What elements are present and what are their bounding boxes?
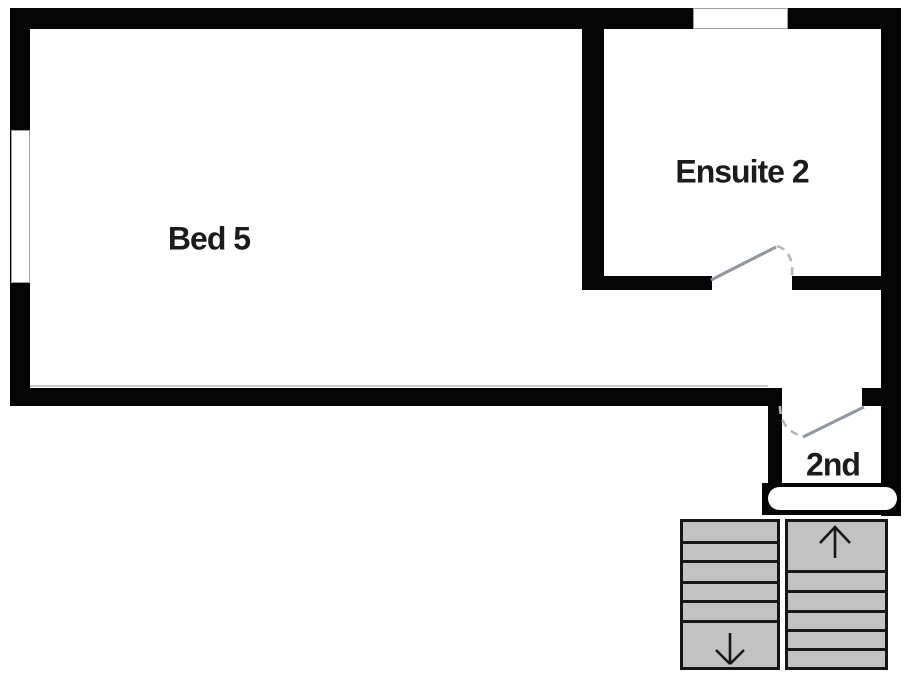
floor-label-2nd: 2nd: [806, 446, 861, 483]
down-arrow-icon: [715, 633, 745, 665]
wall-right: [881, 8, 901, 516]
stair-tread-line: [788, 570, 885, 573]
window-bed5-left: [11, 130, 30, 283]
stair-tread-line: [683, 600, 777, 603]
wall-landing-left: [768, 388, 782, 510]
stair-flight-down: [680, 519, 780, 670]
room-label-ensuite2: Ensuite 2: [675, 153, 809, 190]
stair-tread-line: [788, 590, 885, 593]
wall-bed5-bottom: [10, 388, 782, 406]
stair-tread-line: [683, 541, 777, 544]
wall-landing-stub: [862, 388, 881, 406]
landing-door-swing-arc: [778, 405, 802, 438]
wall-ensuite-bottom-right: [792, 276, 881, 290]
wall-ensuite-bottom-left: [582, 276, 712, 290]
wall-bed5-ensuite-divider: [582, 29, 604, 289]
stair-tread-line: [683, 560, 777, 563]
landing-door-leaf: [802, 405, 865, 439]
stair-tread-line: [788, 629, 885, 632]
stair-tread-line: [788, 610, 885, 613]
ensuite-door-leaf: [710, 245, 777, 282]
window-ensuite-top: [693, 8, 788, 29]
stair-tread-line: [683, 581, 777, 584]
stair-tread-line: [788, 648, 885, 651]
up-arrow-icon: [819, 525, 851, 558]
floor-edge-line: [30, 385, 768, 387]
stair-landing-bar: [768, 487, 897, 510]
stair-flight-up: [785, 519, 888, 670]
wall-top: [10, 8, 901, 29]
room-label-bed5: Bed 5: [167, 220, 251, 257]
stair-tread-line: [683, 620, 777, 623]
ensuite-door-swing-arc: [776, 244, 794, 277]
